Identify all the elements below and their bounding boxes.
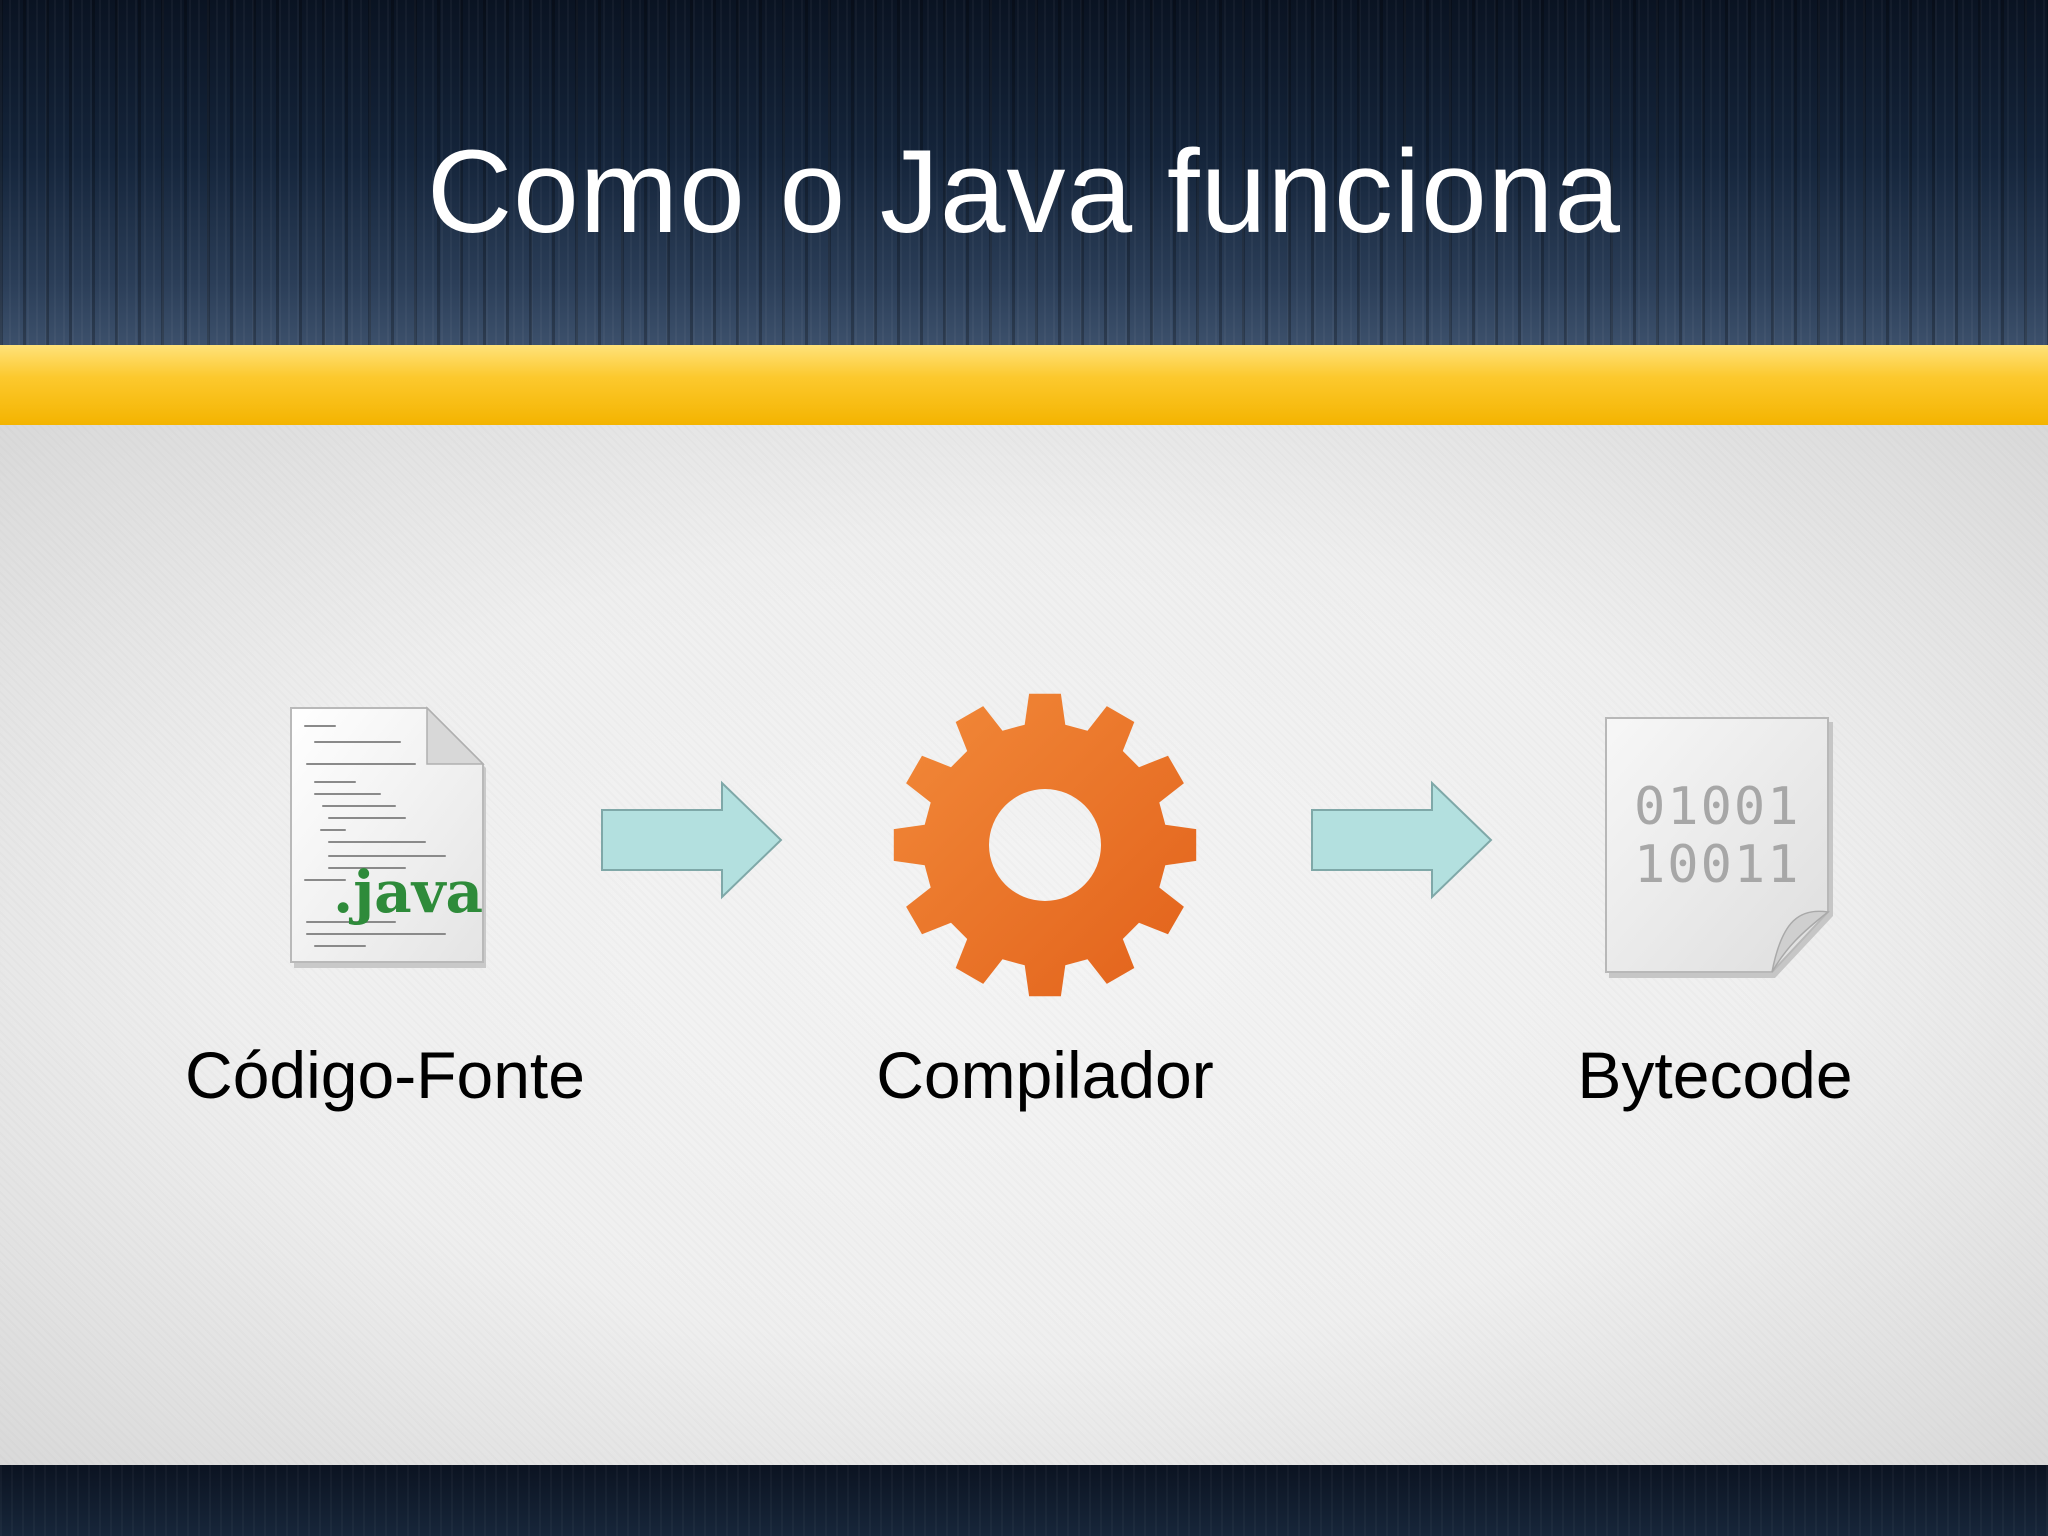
slide-title: Como o Java funciona bbox=[426, 126, 1622, 258]
step-label-bytecode: Bytecode bbox=[1577, 1038, 1853, 1112]
footer-background bbox=[0, 1465, 2048, 1536]
binary-line: 01001 bbox=[1634, 777, 1801, 837]
step-label-compiler: Compilador bbox=[876, 1038, 1214, 1112]
binary-line: 10011 bbox=[1634, 835, 1801, 895]
step-label-source-code: Código-Fonte bbox=[185, 1038, 585, 1112]
arrow-right-icon bbox=[1310, 780, 1495, 900]
java-extension-text: .java bbox=[333, 858, 483, 926]
java-source-file-icon: .java bbox=[285, 700, 495, 970]
gear-icon bbox=[890, 690, 1200, 1000]
binary-file-icon: 01001 10011 bbox=[1600, 712, 1840, 982]
header-background bbox=[0, 0, 2048, 345]
gold-divider-bar bbox=[0, 345, 2048, 425]
arrow-right-icon bbox=[600, 780, 785, 900]
